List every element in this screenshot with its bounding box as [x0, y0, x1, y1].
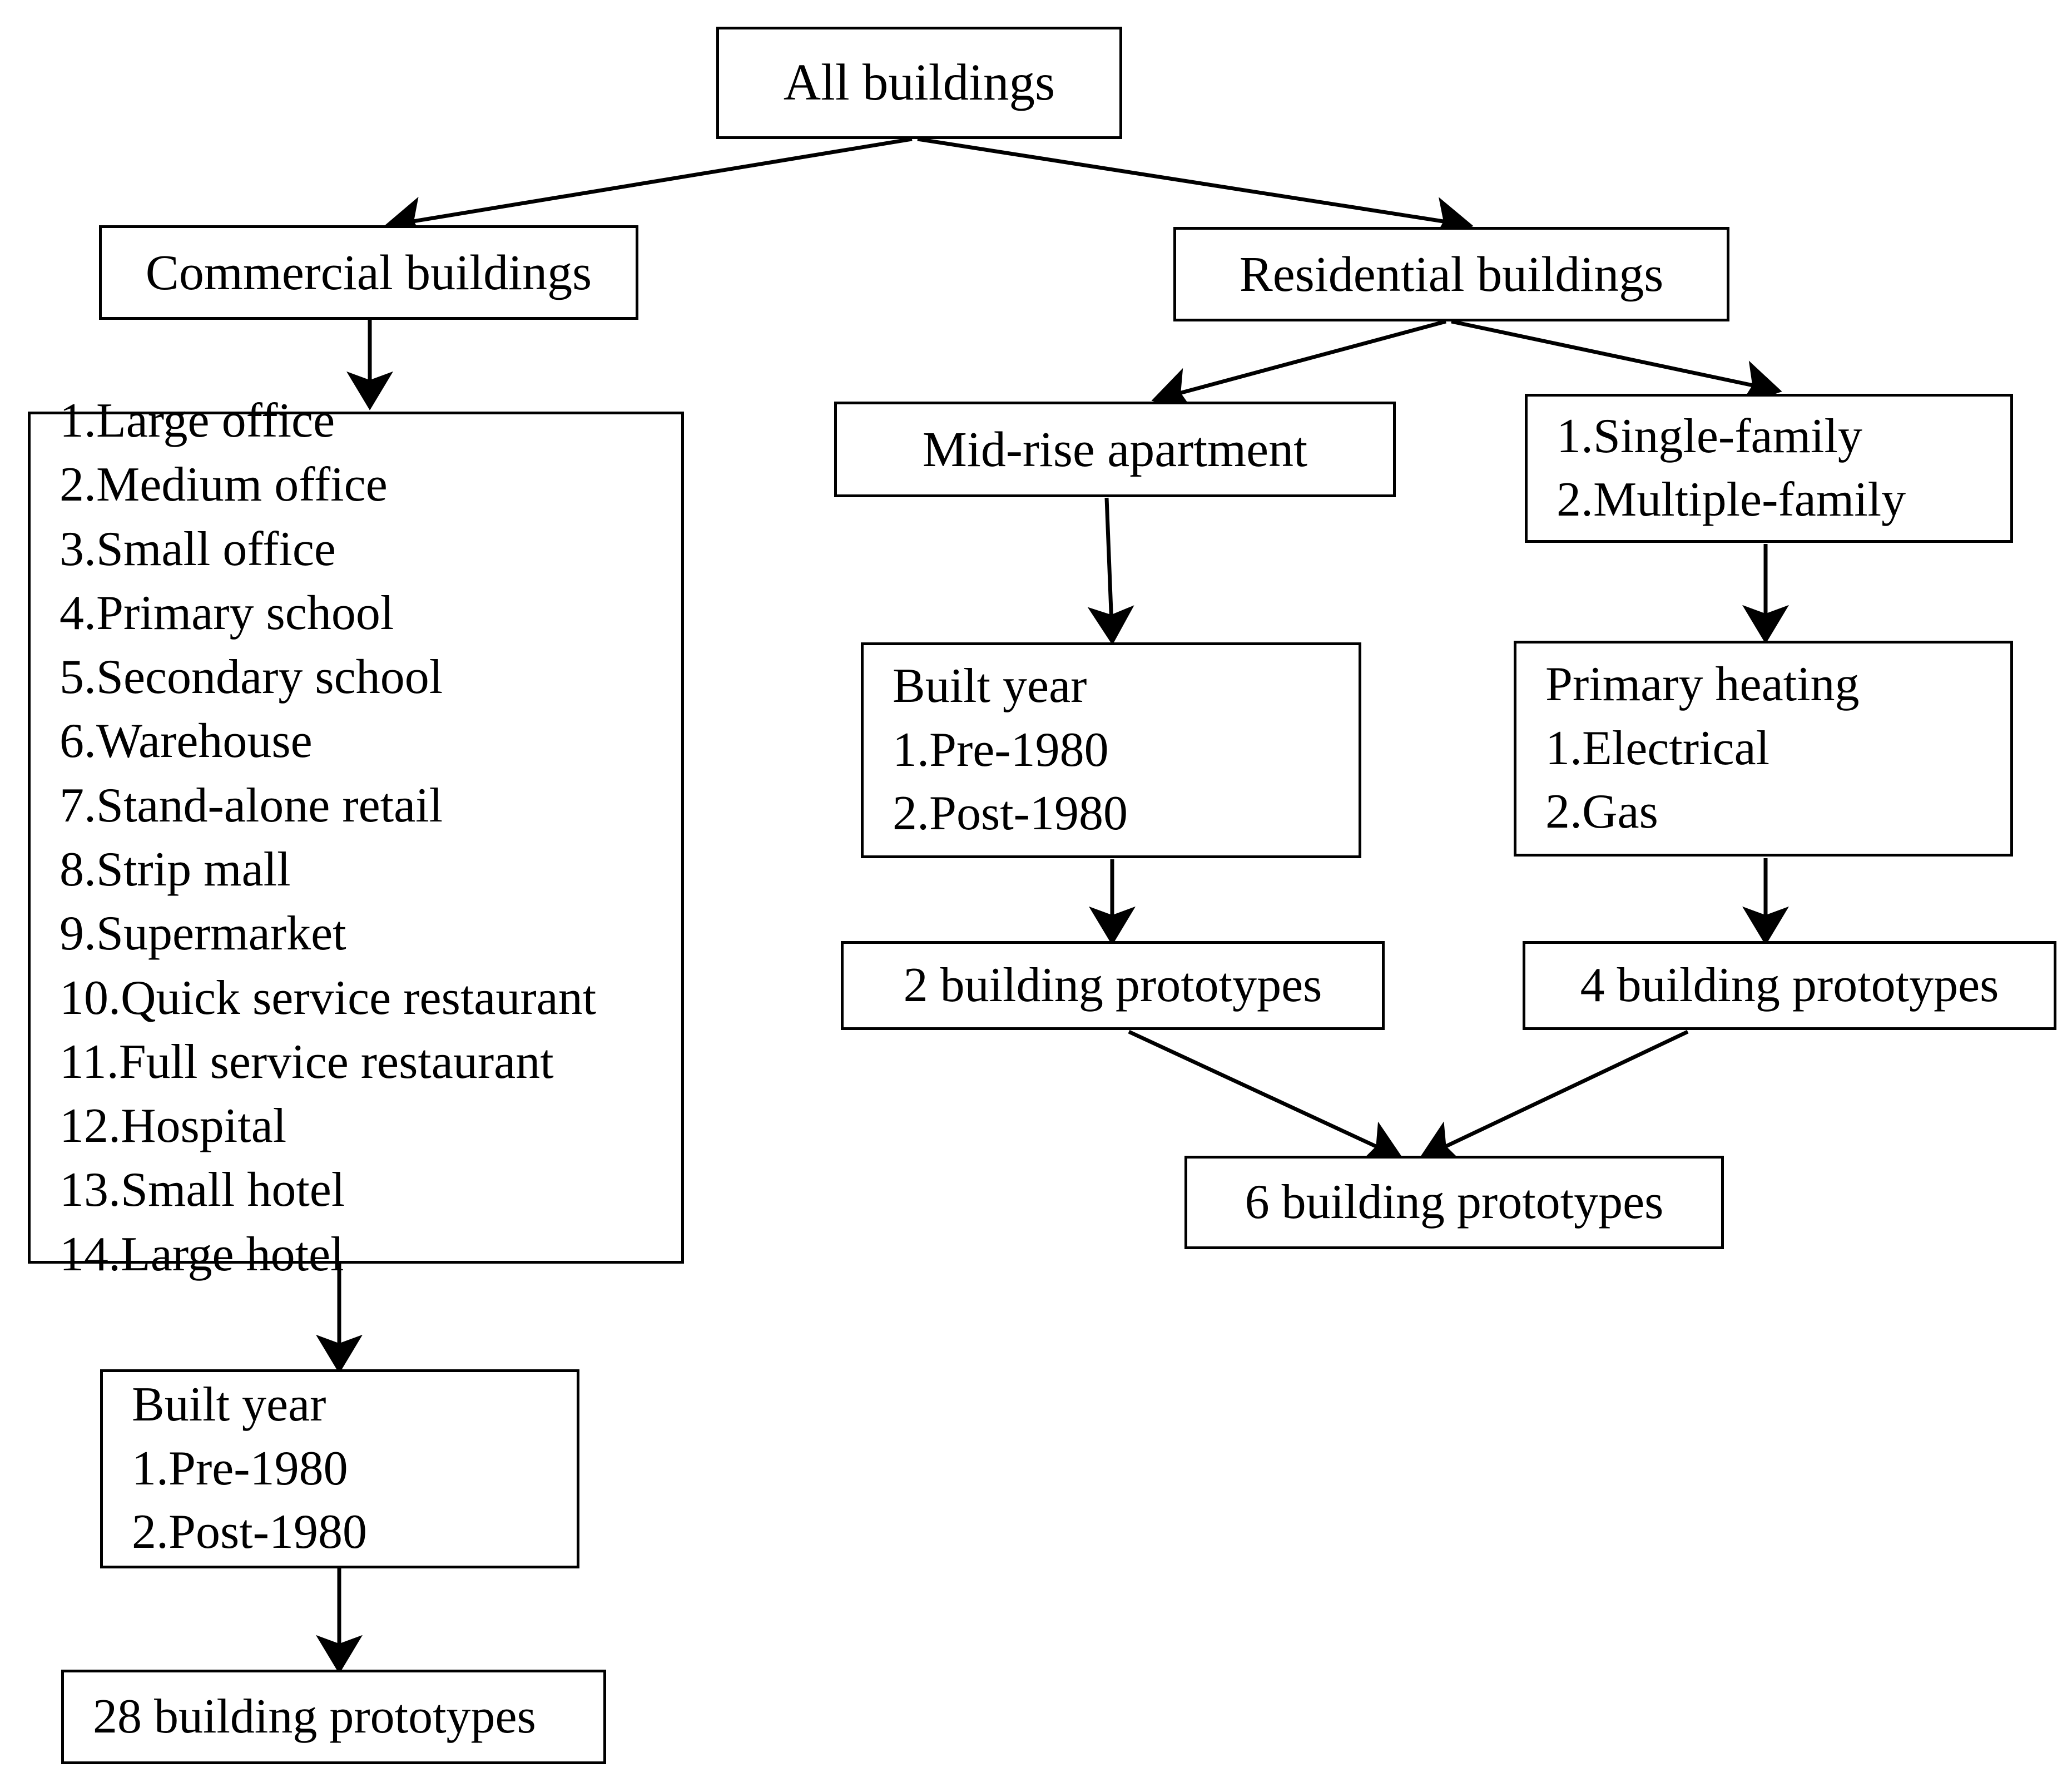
built-year-heading: Built year	[132, 1378, 326, 1432]
list-item: 11.Full service restaurant	[60, 1034, 554, 1089]
list-item: 12.Hospital	[60, 1099, 287, 1154]
list-item: 1.Single-family	[1557, 409, 1862, 463]
list-item: 2.Post-1980	[893, 786, 1128, 841]
node-commercial-result[interactable]: 28 building prototypes	[61, 1670, 606, 1764]
node-residential-result[interactable]: 6 building prototypes	[1184, 1156, 1724, 1249]
primary-heating-heading: Primary heating	[1545, 657, 1860, 712]
list-item: 1.Pre-1980	[893, 722, 1109, 777]
node-commercial-built-year[interactable]: Built year 1.Pre-1980 2.Post-1980	[100, 1369, 579, 1568]
list-item: 9.Supermarket	[60, 907, 346, 961]
node-commercial-buildings[interactable]: Commercial buildings	[99, 225, 638, 320]
list-item: 1.Pre-1980	[132, 1441, 348, 1496]
edge-2-to-6	[1128, 1029, 1404, 1164]
node-family-types[interactable]: 1.Single-family 2.Multiple-family	[1525, 394, 2013, 543]
list-item: 6.Warehouse	[60, 714, 313, 769]
node-commercial-result-label: 28 building prototypes	[93, 1689, 536, 1744]
list-item: 2.Medium office	[60, 458, 388, 512]
node-residential-result-label: 6 building prototypes	[1245, 1175, 1664, 1229]
edge-root-to-residential	[917, 137, 1474, 244]
node-midrise-apartment[interactable]: Mid-rise apartment	[834, 402, 1396, 497]
list-item: 5.Secondary school	[60, 650, 443, 705]
list-item: 1.Electrical	[1545, 721, 1770, 775]
list-item: 10.Quick service restaurant	[60, 971, 597, 1025]
edge-residential-to-midrise	[1151, 319, 1446, 413]
edge-root-to-commercial	[384, 137, 913, 243]
list-item: 1.Large office	[60, 394, 335, 448]
list-item: 2.Multiple-family	[1557, 473, 1906, 527]
list-item: 2.Gas	[1545, 785, 1658, 839]
node-all-buildings-label: All buildings	[783, 53, 1055, 111]
node-family-result-label: 4 building prototypes	[1580, 958, 1999, 1012]
list-item: 8.Strip mall	[60, 843, 291, 897]
node-midrise-result[interactable]: 2 building prototypes	[841, 941, 1385, 1030]
edge-midrise-to-built-year	[1087, 497, 1134, 645]
node-midrise-built-year[interactable]: Built year 1.Pre-1980 2.Post-1980	[861, 642, 1361, 858]
list-item: 2.Post-1980	[132, 1505, 367, 1560]
node-primary-heating[interactable]: Primary heating 1.Electrical 2.Gas	[1514, 641, 2013, 857]
list-item: 3.Small office	[60, 522, 336, 576]
built-year-heading: Built year	[893, 659, 1087, 714]
edge-residential-to-family	[1451, 319, 1782, 407]
node-midrise-apartment-label: Mid-rise apartment	[922, 422, 1308, 477]
node-commercial-buildings-label: Commercial buildings	[145, 245, 592, 300]
list-item: 14.Large hotel	[60, 1227, 344, 1281]
node-all-buildings[interactable]: All buildings	[716, 27, 1122, 139]
list-item: 4.Primary school	[60, 586, 394, 640]
list-item: 7.Stand-alone retail	[60, 778, 443, 833]
node-midrise-result-label: 2 building prototypes	[903, 958, 1322, 1012]
list-item: 13.Small hotel	[60, 1163, 345, 1217]
node-family-result[interactable]: 4 building prototypes	[1523, 941, 2056, 1030]
node-commercial-types[interactable]: 1.Large office 2.Medium office 3.Small o…	[28, 394, 684, 1281]
edge-4-to-6	[1419, 1029, 1689, 1164]
node-residential-buildings[interactable]: Residential buildings	[1173, 227, 1729, 321]
node-residential-buildings-label: Residential buildings	[1239, 246, 1664, 302]
